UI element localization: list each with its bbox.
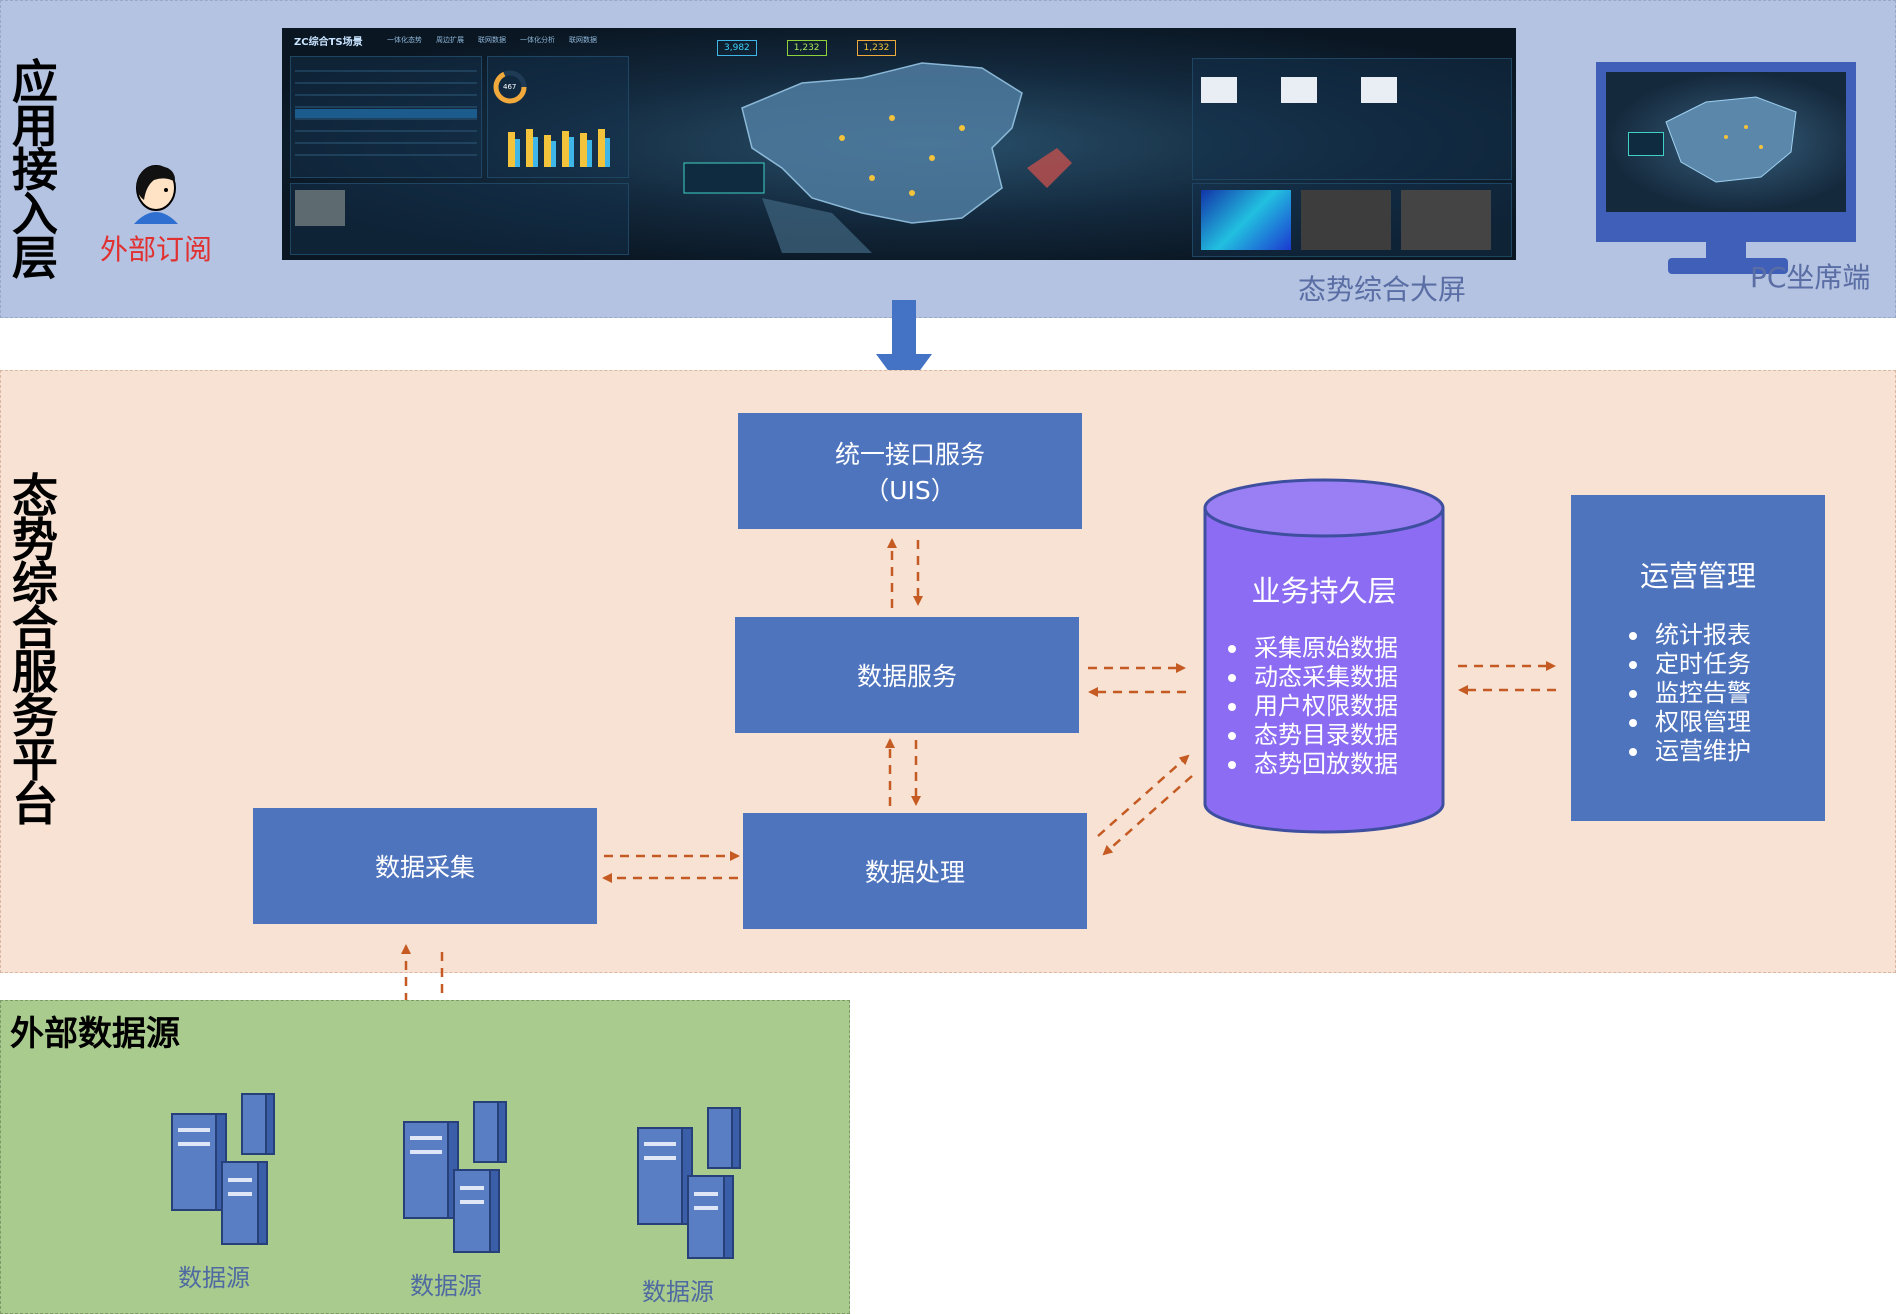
operations-box: 运营管理 统计报表 定时任务 监控告警 权限管理 运营维护: [1571, 495, 1825, 821]
pc-caption: PC坐席端: [1750, 261, 1871, 294]
data-service-box: 数据服务: [735, 617, 1079, 733]
persistence-item: 态势目录数据: [1228, 721, 1398, 750]
data-service-label: 数据服务: [856, 662, 957, 691]
server-icon: [403, 1101, 507, 1253]
operations-item: 监控告警: [1629, 679, 1751, 708]
dashboard-map: [683, 62, 1072, 253]
data-source-label: 数据源: [642, 1278, 714, 1306]
dashboard-chart-panel: [1192, 58, 1512, 180]
operations-item: 定时任务: [1629, 650, 1751, 679]
dashboard-stat: 3,982: [717, 40, 757, 56]
dashboard-nav-item[interactable]: 联网数据: [569, 36, 597, 44]
operations-item: 运营维护: [1629, 737, 1751, 766]
data-processing-box: 数据处理: [743, 813, 1087, 929]
big-screen-caption: 态势综合大屏: [1298, 273, 1467, 306]
dashboard-nav: 一体化态势 周边扩展 联网数据 一体化分析 联网数据: [387, 35, 597, 45]
persistence-item: 采集原始数据: [1228, 634, 1398, 663]
subscriber-avatar-icon: [134, 165, 178, 224]
situation-big-screen: ZC综合TS场景 一体化态势 周边扩展 联网数据 一体化分析 联网数据: [282, 28, 1516, 260]
dashboard-nav-item[interactable]: 周边扩展: [436, 36, 464, 44]
data-processing-label: 数据处理: [864, 858, 965, 887]
data-source-label: 数据源: [410, 1272, 482, 1300]
operations-title: 运营管理: [1639, 559, 1756, 593]
uis-box: 统一接口服务 （UIS）: [738, 413, 1082, 529]
persistence-cylinder: [1203, 478, 1445, 834]
dashboard-stat: 1,232: [786, 40, 827, 56]
uis-subtitle: （UIS）: [864, 476, 956, 505]
dashboard-stat-row: 3,982 1,232 1,232: [717, 40, 897, 56]
operations-item: 统计报表: [1629, 621, 1751, 650]
dashboard-nav-item[interactable]: 联网数据: [478, 36, 506, 44]
dashboard-title: ZC综合TS场景: [294, 37, 363, 48]
server-icon: [637, 1107, 741, 1259]
dashboard-nav-item[interactable]: 一体化分析: [520, 36, 555, 44]
server-icon: [171, 1093, 275, 1245]
application-layer-title: 应用接入层: [12, 55, 58, 285]
source-layer-title: 外部数据源: [10, 1014, 180, 1054]
operations-list: 统计报表 定时任务 监控告警 权限管理 运营维护: [1629, 621, 1751, 766]
dashboard-media-panel: [1192, 183, 1512, 257]
pc-monitor-base: [1668, 258, 1788, 274]
data-source-label: 数据源: [178, 1264, 250, 1292]
data-collection-label: 数据采集: [374, 853, 475, 882]
dashboard-video-panel: [290, 183, 629, 255]
dashboard-table-panel: [290, 56, 482, 178]
persistence-item: 动态采集数据: [1228, 663, 1398, 692]
subscriber-label: 外部订阅: [100, 233, 213, 266]
persistence-item: 用户权限数据: [1228, 692, 1398, 721]
dashboard-stat: 1,232: [856, 40, 897, 56]
platform-layer-title: 态势综合服务平台: [12, 469, 58, 831]
dashboard-ring-value: 467: [503, 83, 517, 91]
persistence-item: 态势回放数据: [1228, 750, 1398, 779]
persistence-title: 业务持久层: [1251, 574, 1397, 608]
pc-monitor: [1596, 62, 1856, 242]
pc-monitor-neck: [1706, 242, 1746, 260]
dashboard-stats-panel: 467: [487, 56, 629, 178]
uis-title: 统一接口服务: [834, 440, 985, 469]
persistence-list: 采集原始数据 动态采集数据 用户权限数据 态势目录数据 态势回放数据: [1228, 634, 1398, 779]
pc-monitor-screen: [1606, 72, 1846, 212]
operations-item: 权限管理: [1629, 708, 1751, 737]
dashboard-nav-item[interactable]: 一体化态势: [387, 36, 422, 44]
data-collection-box: 数据采集: [253, 808, 597, 924]
